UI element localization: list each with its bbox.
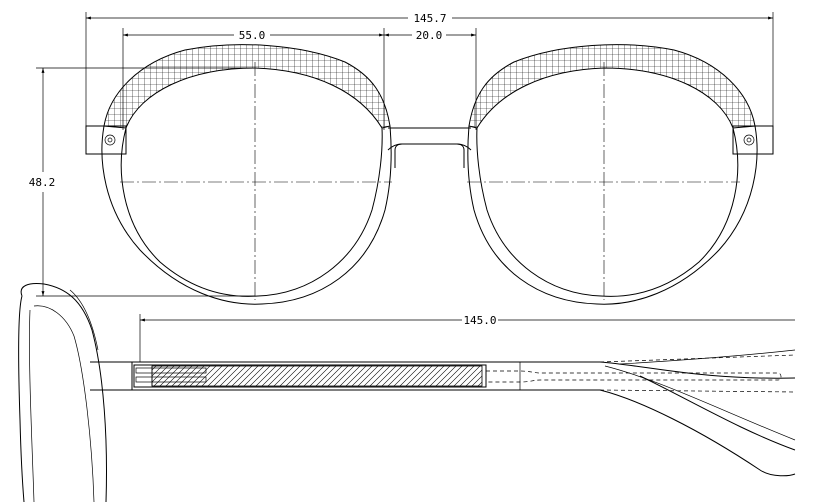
dimension-lens-height: 48.2 [29,67,255,297]
right-lens-inner [476,127,739,297]
right-brow-texture [468,44,756,129]
left-rim-outer [101,125,392,305]
front-view [85,44,774,305]
lens-height-label: 48.2 [29,176,56,189]
left-lens-inner [120,127,383,297]
temple-tip [599,361,796,379]
temple-core [133,364,487,388]
side-view [18,283,796,502]
total-width-label: 145.7 [413,12,446,25]
dimension-lens-width: 55.0 [122,28,385,130]
left-hinge-block [85,125,127,155]
dimension-temple-length: 145.0 [139,314,795,362]
temple-hatched-insert [151,365,483,387]
right-hinge-block [732,125,774,155]
left-brow-texture [103,44,391,129]
temple-wire-core [486,370,782,383]
side-frame-profile [20,283,107,502]
bridge-width-label: 20.0 [416,29,443,42]
left-hinge-screw-icon [104,134,116,146]
right-hinge-screw-icon [743,134,755,146]
dimension-total-width: 145.7 [85,12,774,126]
lens-width-label: 55.0 [239,29,266,42]
hinge-slot-bottom [135,376,207,383]
dimension-bridge-width: 20.0 [384,28,477,130]
bridge [387,127,472,151]
right-rim-outer [467,125,758,305]
hinge-slot-top [135,367,207,374]
temple-length-label: 145.0 [463,314,496,327]
